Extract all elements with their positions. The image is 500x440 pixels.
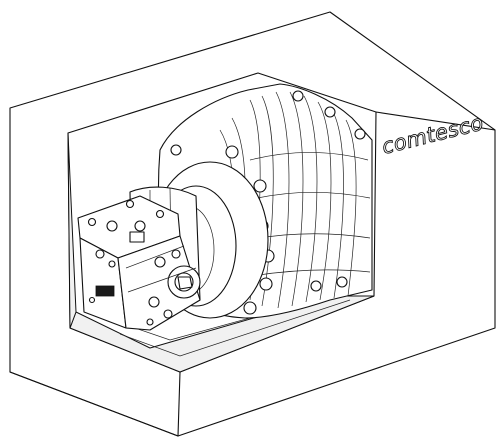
port-icon xyxy=(171,249,181,259)
port-icon xyxy=(87,217,97,227)
bolt-icon xyxy=(310,280,322,292)
port-icon xyxy=(106,220,118,232)
hydraulic-motor-block xyxy=(77,195,201,331)
screw-icon xyxy=(88,296,96,304)
motor-side-face xyxy=(117,235,201,331)
port-icon xyxy=(95,249,105,259)
bolt-icon xyxy=(259,277,273,291)
hex-nut-icon xyxy=(177,276,193,290)
box-vertical-edge xyxy=(177,371,181,437)
box-inner-left-wall xyxy=(67,132,77,329)
bolt-icon xyxy=(243,301,257,315)
port-icon xyxy=(134,220,146,232)
bolt-icon xyxy=(253,179,267,193)
port-icon xyxy=(154,256,166,268)
bolt-icon xyxy=(336,276,348,288)
bolt-icon xyxy=(354,128,366,140)
box-floor-crease-2 xyxy=(119,299,351,357)
box-right-face-edge xyxy=(375,111,496,131)
port-icon xyxy=(125,199,135,209)
valve-block xyxy=(129,231,145,243)
bolt-icon xyxy=(292,90,304,102)
port-icon xyxy=(155,209,165,219)
bolt-icon xyxy=(170,144,182,156)
port-icon xyxy=(163,309,173,319)
port-icon xyxy=(108,260,116,268)
port-icon xyxy=(146,318,154,326)
bolt-icon xyxy=(225,145,239,159)
box-front-edge xyxy=(9,371,179,437)
port-icon xyxy=(148,296,160,308)
nameplate xyxy=(95,285,115,297)
bolt-icon xyxy=(324,106,336,118)
